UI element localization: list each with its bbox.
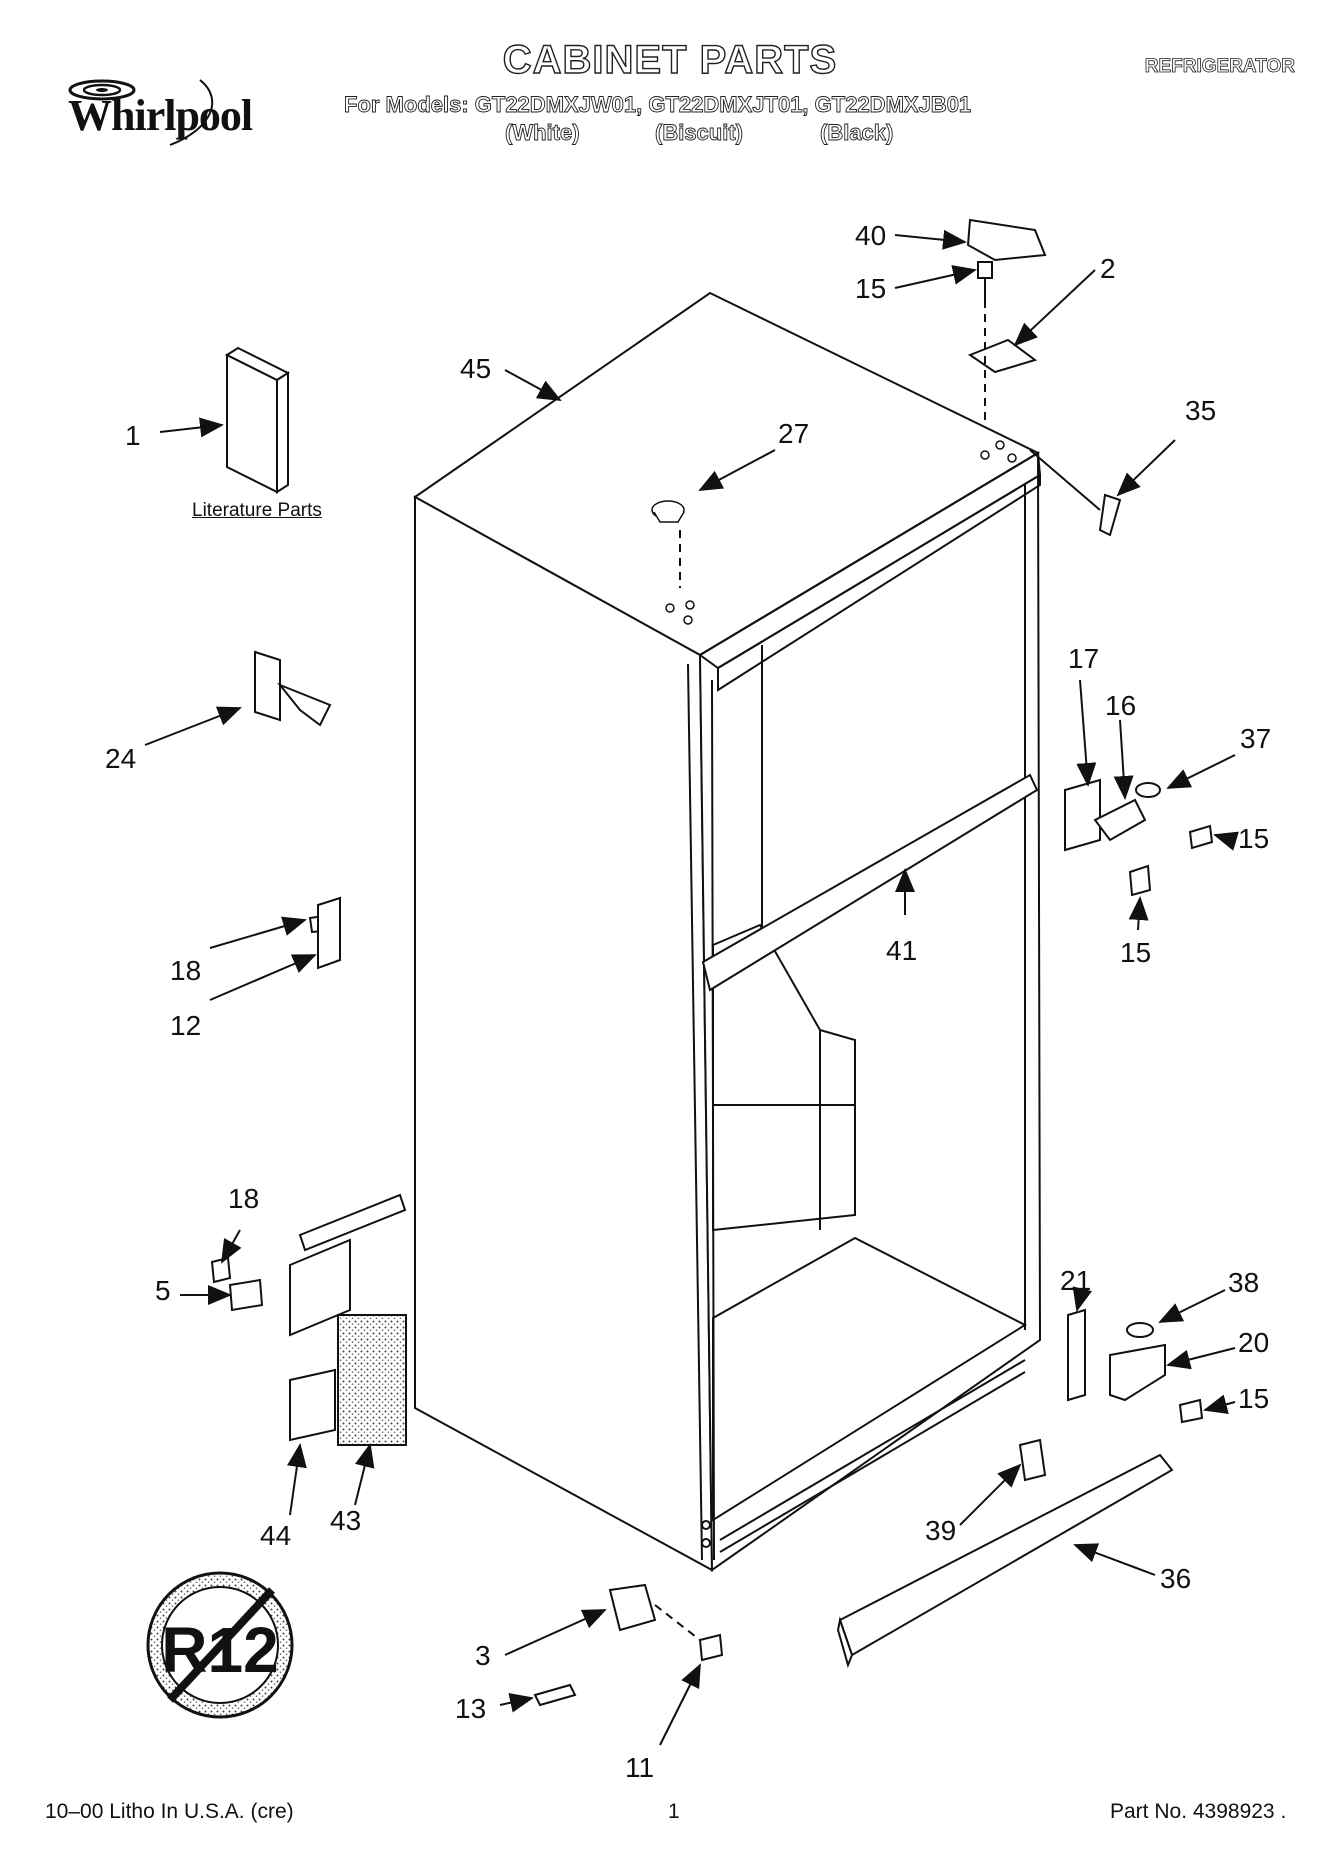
- callout-21: 21: [1060, 1265, 1091, 1296]
- cabinet-body: [413, 291, 1042, 1572]
- screw-15b-icon: [1128, 864, 1152, 897]
- callout-15d: 15: [1238, 1383, 1269, 1414]
- page-title: CABINET PARTS: [502, 37, 838, 82]
- cover-plate-icon: [298, 1193, 407, 1252]
- end-cap-icon: [1098, 493, 1122, 537]
- callout-24: 24: [105, 743, 136, 774]
- callout-12: 12: [170, 1010, 201, 1041]
- callout-44: 44: [260, 1520, 291, 1551]
- callout-2: 2: [1100, 253, 1116, 284]
- hinge-cover-icon: [966, 218, 1047, 262]
- footer-print-info: 10–00 Litho In U.S.A. (cre): [45, 1800, 294, 1823]
- screw-11-icon: [698, 1633, 724, 1662]
- callout-15b: 15: [1238, 823, 1269, 854]
- model-numbers: For Models: GT22DMXJW01, GT22DMXJT01, GT…: [344, 92, 972, 118]
- hinge-bracket-icon: [967, 338, 1038, 374]
- bracket-44-icon: [289, 1368, 336, 1442]
- callout-40: 40: [855, 220, 886, 251]
- plate-21-icon: [1067, 1308, 1086, 1402]
- literature-parts-label: Literature Parts: [192, 500, 322, 521]
- clamp-5-icon: [228, 1278, 264, 1312]
- callout-13: 13: [455, 1693, 486, 1724]
- product-category: REFRIGERATOR: [1144, 56, 1295, 78]
- footer-page-number: 1: [668, 1800, 680, 1823]
- leader-lines: [144, 229, 1239, 1746]
- no-r12-symbol: R12: [146, 1571, 294, 1719]
- pin-13-icon: [533, 1683, 577, 1707]
- callout-36: 36: [1160, 1563, 1191, 1594]
- callout-27: 27: [778, 418, 809, 449]
- screw-18b-icon: [210, 1256, 232, 1284]
- small-parts: [210, 218, 1214, 1707]
- callout-1: 1: [125, 420, 141, 451]
- screw-icon: [977, 261, 993, 279]
- screw-15a-icon: [1188, 824, 1214, 850]
- washer-38-icon: [1126, 1322, 1154, 1338]
- callout-41: 41: [886, 935, 917, 966]
- color-white: (White): [505, 120, 580, 146]
- clip-12-icon: [317, 896, 341, 970]
- callout-numbers: 40 15 2 45 27 35 1 17 16 37 24 15 15 41 …: [105, 220, 1271, 1783]
- callout-43: 43: [330, 1505, 361, 1536]
- washer-icon: [1135, 782, 1161, 798]
- clip-39-icon: [1018, 1438, 1047, 1482]
- leveling-bracket-icon: [254, 650, 281, 722]
- color-biscuit: (Biscuit): [655, 120, 744, 146]
- callout-18: 18: [170, 955, 201, 986]
- toe-grille-icon: [838, 1453, 1174, 1657]
- whirlpool-logo: Whirlpool: [50, 70, 280, 150]
- swirl-logo-icon: [68, 79, 214, 146]
- callout-37: 37: [1240, 723, 1271, 754]
- callout-35: 35: [1185, 395, 1216, 426]
- color-black: (Black): [820, 120, 894, 146]
- callout-18b: 18: [228, 1183, 259, 1214]
- hinge-plate-icon: [1064, 778, 1101, 852]
- callout-15c: 15: [1120, 937, 1151, 968]
- callout-39: 39: [925, 1515, 956, 1546]
- hinge-bracket-16-icon: [1093, 798, 1147, 842]
- roller-3-icon: [608, 1583, 657, 1632]
- bracket-20-icon: [1109, 1343, 1166, 1402]
- callout-3: 3: [475, 1640, 491, 1671]
- footer-part-number: Part No. 4398923 .: [1110, 1800, 1287, 1823]
- brand-name: Whirlpool: [68, 91, 253, 140]
- callout-15: 15: [855, 273, 886, 304]
- callout-11: 11: [625, 1752, 654, 1783]
- callout-5: 5: [155, 1275, 171, 1306]
- callout-38: 38: [1228, 1267, 1259, 1298]
- screw-15c-icon: [1178, 1398, 1204, 1424]
- divider-rail: [701, 773, 1039, 992]
- callout-45: 45: [460, 353, 491, 384]
- callout-16: 16: [1105, 690, 1136, 721]
- top-holes: [651, 440, 1017, 625]
- callout-17: 17: [1068, 643, 1099, 674]
- callout-20: 20: [1238, 1327, 1269, 1358]
- insulation-pad-icon: [337, 1314, 407, 1446]
